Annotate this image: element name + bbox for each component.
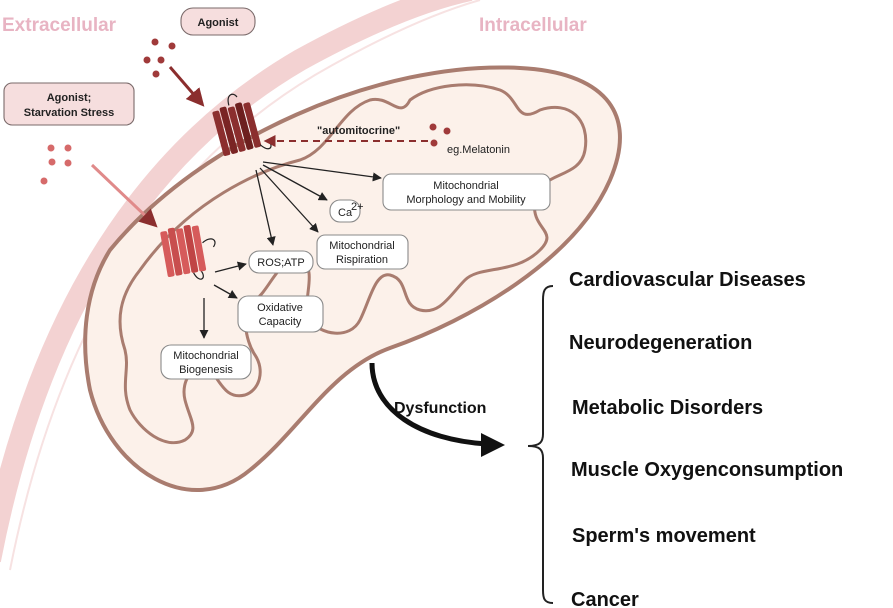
mitochondrion-inner-membrane <box>118 83 588 445</box>
outcomes-brace <box>527 285 554 604</box>
agonist-top-box <box>180 7 256 36</box>
svg-text:Morphology and Mobility: Morphology and Mobility <box>406 194 526 206</box>
outcome-cardiovascular: Cardiovascular Diseases <box>569 269 806 291</box>
svg-text:Mitochondrial: Mitochondrial <box>329 240 394 252</box>
svg-text:Mitochondrial: Mitochondrial <box>433 180 498 192</box>
agonist-left-line2: Starvation Stress <box>24 107 114 119</box>
svg-text:Capacity: Capacity <box>259 316 302 328</box>
svg-text:Biogenesis: Biogenesis <box>179 364 233 376</box>
svg-text:Rispiration: Rispiration <box>336 254 388 266</box>
calcium-charge: 2+ <box>351 201 364 213</box>
arrow-to-morphology <box>262 161 382 182</box>
arrow-to-respiration <box>259 167 319 233</box>
mitochondrion-outer-membrane <box>83 65 622 492</box>
extracellular-label: Extracellular <box>2 15 117 36</box>
agonist-top-label: Agonist <box>198 17 239 29</box>
outcome-muscle: Muscle Oxygenconsumption <box>571 459 843 481</box>
respiration-box: Mitochondrial Rispiration <box>316 234 409 270</box>
outcome-sperm: Sperm's movement <box>572 525 756 547</box>
biogenesis-box: Mitochondrial Biogenesis <box>160 344 252 380</box>
agonist-left-box <box>3 82 135 126</box>
agonist-left-line1: Agonist; <box>47 92 92 104</box>
ros-atp-box: ROS;ATP <box>248 250 314 274</box>
arrow-to-oxidative <box>213 284 238 299</box>
melatonin-label: eg.Melatonin <box>447 144 510 156</box>
ligand-dots-top <box>143 38 176 78</box>
receptor-bottom <box>160 224 216 280</box>
cell-membrane <box>0 0 473 563</box>
outcome-metabolic: Metabolic Disorders <box>572 397 763 419</box>
svg-text:ROS;ATP: ROS;ATP <box>257 257 304 269</box>
outcome-neurodegeneration: Neurodegeneration <box>569 332 752 354</box>
morphology-box: Mitochondrial Morphology and Mobility <box>382 173 551 211</box>
arrow-to-ros-from-top <box>255 169 276 246</box>
agonist-top-arrow <box>168 66 205 107</box>
arrow-to-calcium <box>262 164 328 201</box>
dysfunction-arrow-curve <box>369 362 488 447</box>
intracellular-label: Intracellular <box>479 15 587 36</box>
dysfunction-label: Dysfunction <box>394 400 486 417</box>
arrow-to-ros <box>214 261 247 273</box>
calcium-box: Ca 2+ <box>329 199 364 223</box>
ligand-dots-left <box>40 144 72 185</box>
dysfunction-arrow-head <box>481 433 505 457</box>
ligand-dots-melatonin <box>429 123 451 147</box>
oxidative-capacity-box: Oxidative Capacity <box>237 295 324 333</box>
outcome-cancer: Cancer <box>571 589 639 608</box>
svg-text:Mitochondrial: Mitochondrial <box>173 350 238 362</box>
automitocrine-label: "automitocrine" <box>317 125 400 137</box>
calcium-label: Ca <box>338 207 353 219</box>
svg-text:Oxidative: Oxidative <box>257 302 303 314</box>
agonist-left-arrow <box>90 163 158 228</box>
receptor-top <box>212 93 272 156</box>
